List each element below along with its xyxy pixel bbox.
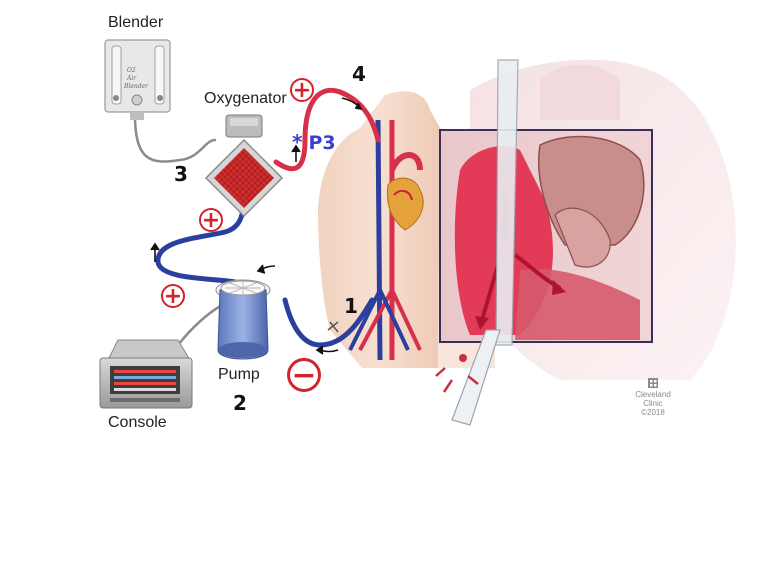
cleveland-clinic-logo: [648, 378, 658, 388]
negative-pressure-icon: −: [287, 358, 321, 392]
blender-label: Blender: [108, 14, 163, 32]
step-number-4: 4: [352, 62, 366, 86]
positive-pressure-icon: +: [161, 284, 185, 308]
blender-device: O2 Air Blender: [105, 40, 170, 120]
positive-pressure-icon: +: [199, 208, 223, 232]
step-number-3: 3: [174, 162, 188, 186]
blender-air-label: Air: [126, 75, 137, 82]
oxygenator-label: Oxygenator: [204, 90, 287, 108]
pressure-marker-p3: * P3: [292, 130, 336, 154]
heart-inset: [440, 130, 652, 342]
credit-year: ©2018: [632, 408, 674, 417]
blender-gas-label: O2: [127, 67, 136, 74]
step-number-1: 1: [344, 294, 358, 318]
image-credit: Cleveland Clinic ©2018: [632, 390, 674, 417]
pump-label: Pump: [218, 366, 260, 384]
credit-brand-line2: Clinic: [632, 399, 674, 408]
pump-device: [216, 280, 270, 359]
console-label: Console: [108, 414, 167, 432]
blender-device-label: Blender: [123, 83, 149, 90]
pressure-label: P3: [308, 132, 335, 154]
console-device: [100, 340, 192, 408]
pressure-asterisk: *: [292, 130, 302, 154]
credit-brand-line1: Cleveland: [632, 390, 674, 399]
positive-pressure-icon: +: [290, 78, 314, 102]
oxygenator-device: [206, 115, 282, 216]
step-number-2: 2: [233, 391, 247, 415]
